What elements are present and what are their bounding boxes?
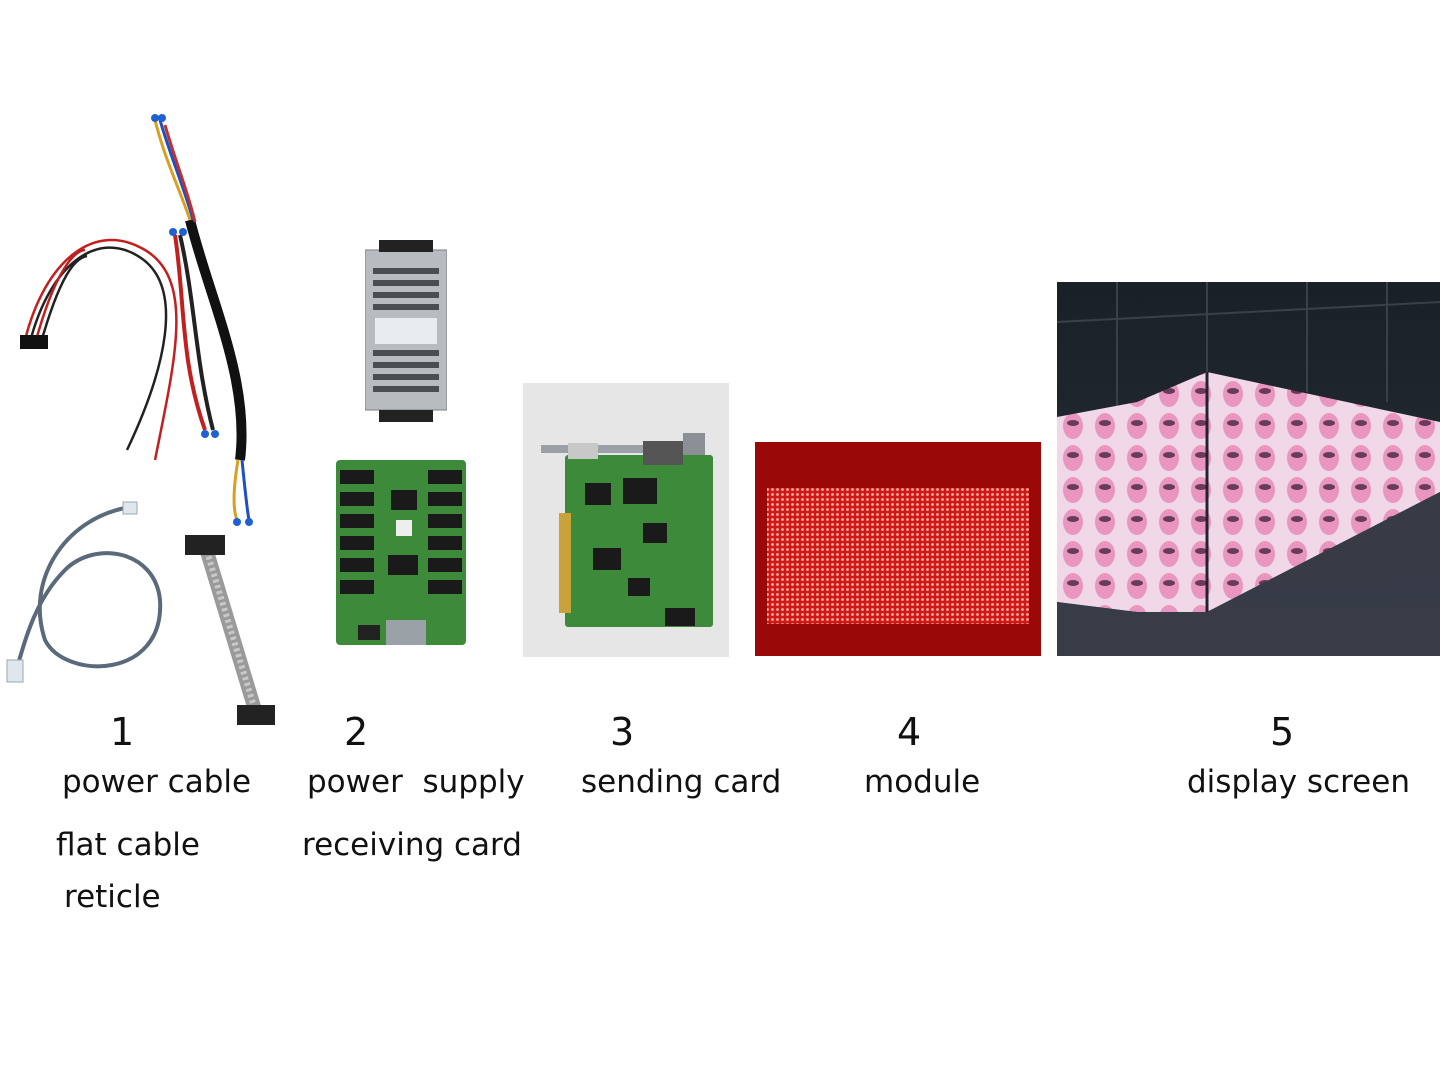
label-reticle: reticle [64, 879, 161, 915]
label-power-cable: power cable [62, 764, 252, 800]
power-supply-image [365, 240, 447, 422]
label-receiving-card: receiving card [302, 827, 522, 863]
item-4-number: 4 [897, 710, 922, 754]
receiving-card-image [336, 460, 466, 650]
label-power-supply: power supply [307, 764, 525, 800]
cable-set-image [5, 100, 275, 740]
label-sending-card: sending card [581, 764, 782, 800]
led-module-image [755, 442, 1041, 656]
led-display-screen-image [1057, 282, 1440, 656]
label-module: module [864, 764, 981, 800]
item-3-number: 3 [610, 710, 635, 754]
sending-card-image [523, 383, 729, 657]
label-display-screen: display screen [1187, 764, 1410, 800]
item-1-number: 1 [110, 710, 135, 754]
label-flat-cable: flat cable [56, 827, 200, 863]
item-5-number: 5 [1270, 710, 1295, 754]
item-2-number: 2 [344, 710, 369, 754]
